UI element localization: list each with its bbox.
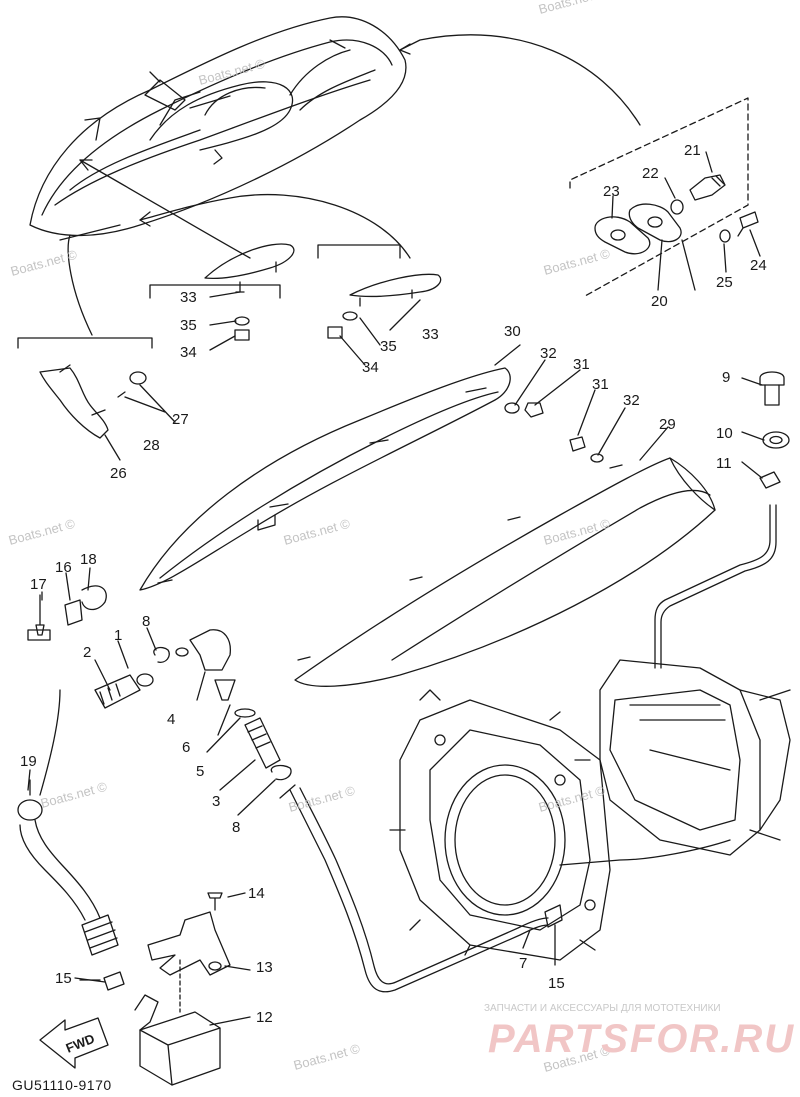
- part-label-35b: 35: [380, 338, 397, 355]
- fitting-2: [94, 674, 141, 709]
- part-label-15b: 15: [548, 975, 565, 992]
- fitting-3: [244, 717, 281, 769]
- part-label-5: 5: [196, 763, 204, 780]
- fitting-21: [689, 174, 726, 201]
- watermark: Boats.net ©: [39, 779, 109, 811]
- leader-arrow: [67, 234, 93, 336]
- part-label-2: 2: [83, 644, 91, 661]
- watercraft-hull: [29, 16, 407, 241]
- leader-arrow: [399, 34, 641, 126]
- part-label-24: 24: [750, 257, 767, 274]
- handle-33-left: [204, 243, 295, 280]
- mount-plate: [399, 699, 611, 961]
- part-label-30: 30: [504, 323, 521, 340]
- part-label-19: 19: [20, 753, 37, 770]
- plate-23: [594, 216, 651, 255]
- part-label-29: 29: [659, 416, 676, 433]
- bracket-26: [39, 367, 109, 439]
- hose-end: [81, 914, 119, 956]
- part-label-4: 4: [167, 711, 175, 728]
- adapter-20: [628, 203, 682, 243]
- part-label-14: 14: [248, 885, 265, 902]
- part-label-8b: 8: [232, 819, 240, 836]
- part-label-7: 7: [519, 955, 527, 972]
- part-label-27: 27: [172, 411, 189, 428]
- washer-25: [719, 229, 731, 243]
- clamp-15: [544, 904, 563, 928]
- part-label-16: 16: [55, 559, 72, 576]
- brand-tagline: ЗАПЧАСТИ И АКСЕССУАРЫ ДЛЯ МОТОТЕХНИКИ: [484, 1003, 721, 1014]
- part-label-28: 28: [143, 437, 160, 454]
- watermark: Boats.net ©: [9, 247, 79, 279]
- part-label-33b: 33: [422, 326, 439, 343]
- part-label-9: 9: [722, 369, 730, 386]
- fitting-15: [103, 971, 125, 991]
- oring-22: [670, 199, 684, 215]
- plug-9: [759, 371, 785, 386]
- brand-logo: PARTSFOR.RU: [488, 1017, 796, 1061]
- watermark: Boats.net ©: [7, 516, 77, 548]
- watermark: Boats.net ©: [542, 246, 612, 278]
- part-label-34b: 34: [362, 359, 379, 376]
- part-label-12: 12: [256, 1009, 273, 1026]
- part-labels: 1 2 3 4 5 6 7 8 8 9 10 11 12 13 14 15 15…: [20, 142, 767, 1026]
- watermark: Boats.net ©: [292, 1041, 362, 1073]
- part-label-34a: 34: [180, 344, 197, 361]
- leader-arrow: [139, 193, 411, 259]
- clamp-8: [153, 646, 170, 663]
- panel-29: [294, 457, 716, 687]
- part-label-32a: 32: [540, 345, 557, 362]
- part-label-23: 23: [603, 183, 620, 200]
- diagram-code: GU51110-9170: [12, 1077, 112, 1093]
- part-label-32b: 32: [623, 392, 640, 409]
- screw-14: [207, 892, 223, 911]
- tank-12: [139, 1011, 221, 1086]
- bracket-13: [147, 911, 231, 976]
- part-label-26: 26: [110, 465, 127, 482]
- screw-17: [35, 594, 45, 636]
- elbow-4: [189, 629, 231, 671]
- part-label-10: 10: [716, 425, 733, 442]
- part-label-33a: 33: [180, 289, 197, 306]
- band-18: [81, 585, 107, 611]
- part-label-18: 18: [80, 551, 97, 568]
- part-label-15a: 15: [55, 970, 72, 987]
- part-label-3: 3: [212, 793, 220, 810]
- part-label-6: 6: [182, 739, 190, 756]
- watermark: Boats.net ©: [197, 56, 267, 88]
- leader-arrow: [79, 159, 251, 259]
- part-label-25: 25: [716, 274, 733, 291]
- fwd-arrow: [39, 1017, 109, 1069]
- part-label-31b: 31: [592, 376, 609, 393]
- grommet-19: [17, 799, 43, 821]
- part-label-35a: 35: [180, 317, 197, 334]
- clamp-8b: [270, 764, 292, 781]
- part-label-11: 11: [716, 455, 732, 472]
- handle-33-right: [349, 273, 442, 298]
- watermark: Boats.net ©: [537, 0, 607, 17]
- watermark: Boats.net ©: [287, 783, 357, 815]
- watermark: Boats.net ©: [542, 516, 612, 548]
- part-label-1: 1: [114, 627, 122, 644]
- panel-30: [139, 367, 511, 591]
- cooling-pipe: [654, 504, 771, 669]
- part-label-21: 21: [684, 142, 701, 159]
- part-label-13: 13: [256, 959, 273, 976]
- part-label-31a: 31: [573, 356, 590, 373]
- part-label-22: 22: [642, 165, 659, 182]
- part-label-8a: 8: [142, 613, 150, 630]
- part-label-20: 20: [651, 293, 668, 310]
- part-label-17: 17: [30, 576, 47, 593]
- hose-7: [289, 789, 549, 993]
- bracket-20-25: [569, 97, 749, 297]
- watermark: Boats.net ©: [282, 516, 352, 548]
- bolt-24: [737, 211, 759, 237]
- cone-6: [214, 679, 236, 701]
- fitting-16: [64, 599, 83, 626]
